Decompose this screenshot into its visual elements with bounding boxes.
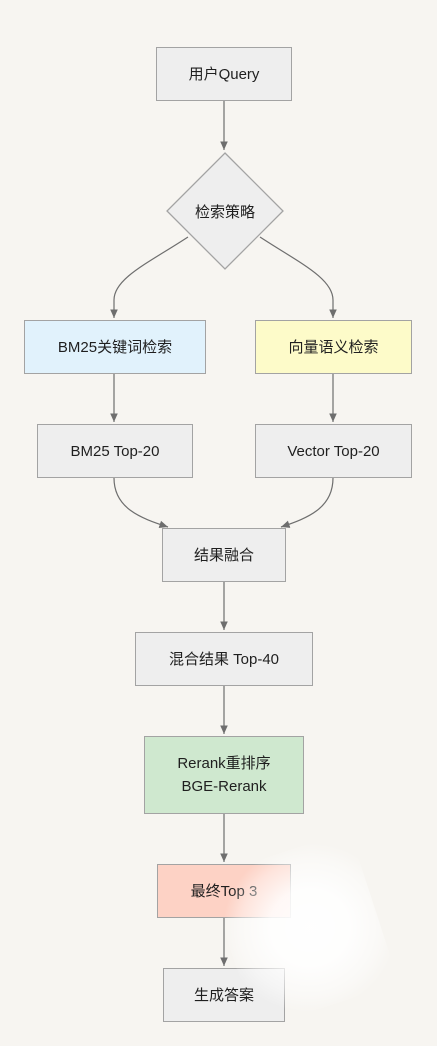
node-retrieval-strategy-label: 检索策略 [194,203,255,221]
node-bm25-search-label: BM25关键词检索 [57,338,173,356]
node-fusion-label: 结果融合 [193,546,254,564]
node-fusion: 结果融合 [162,528,286,582]
node-rerank-label-2: BGE-Rerank [181,778,267,795]
node-retrieval-strategy: 检索策略 [166,152,284,270]
node-user-query-label: 用户Query [188,65,260,83]
edge-strategy-bm25 [110,236,189,318]
edge-strategy-vector [259,236,337,318]
node-rerank: Rerank重排序 BGE-Rerank [144,736,304,814]
edge-bm25top-fusion [113,477,169,529]
node-vector-top-label: Vector Top-20 [287,442,380,460]
node-mixed-top-label: 混合结果 Top-40 [168,650,280,668]
node-user-query: 用户Query [156,47,292,101]
node-bm25-top-label: BM25 Top-20 [70,442,160,460]
node-vector-top: Vector Top-20 [255,424,412,478]
node-vector-search: 向量语义检索 [255,320,412,374]
node-bm25-top: BM25 Top-20 [37,424,193,478]
edge-vectortop-fusion [280,477,334,528]
decision-diamond [166,152,284,270]
node-answer-label: 生成答案 [193,986,254,1004]
node-bm25-search: BM25关键词检索 [24,320,206,374]
node-rerank-label-1: Rerank重排序 [177,755,271,772]
node-vector-search-label: 向量语义检索 [288,338,379,356]
node-mixed-top: 混合结果 Top-40 [135,632,313,686]
